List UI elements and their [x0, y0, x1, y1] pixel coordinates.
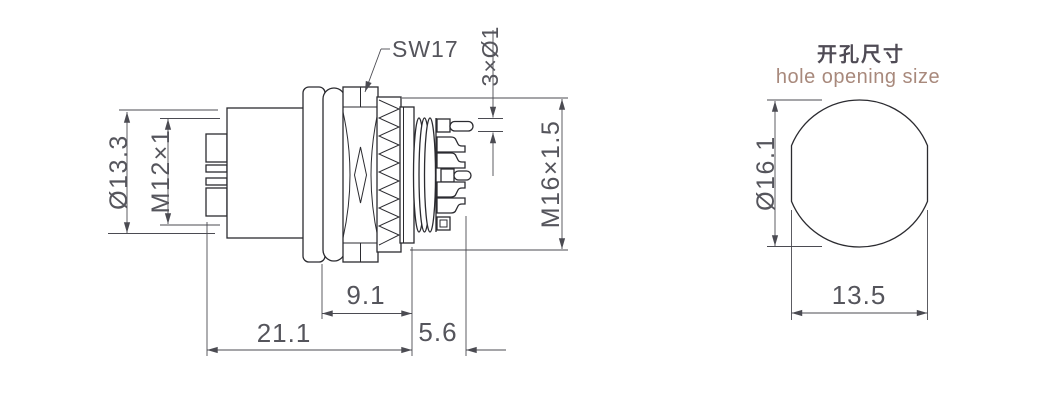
pin-top — [449, 120, 474, 132]
tab-top-lip — [205, 164, 228, 173]
dim-hole-diameter: Ø16.1 — [752, 101, 780, 246]
extension-lines — [108, 97, 568, 356]
seal-capsule — [322, 87, 346, 262]
dim-mating-thread: M12×1 — [147, 119, 175, 224]
contact-hook-3 — [436, 181, 466, 198]
contact-hook-4 — [436, 197, 466, 214]
side-view: Ø13.3 M12×1 SW17 3×Ø1 M16×1.5 9.1 — [105, 26, 568, 356]
dim-rear-length: 5.6 — [418, 317, 506, 354]
washer-outline — [399, 106, 415, 244]
dim-pins: 3×Ø1 — [477, 26, 503, 176]
hex-nut — [342, 86, 379, 263]
label-pins: 3×Ø1 — [477, 26, 503, 87]
hole-view: 开孔尺寸 hole opening size Ø16.1 13.5 — [752, 43, 940, 320]
label-body-diameter: Ø13.3 — [105, 134, 133, 210]
contact-hook-1 — [436, 136, 466, 153]
hex-nut-outline — [342, 86, 379, 263]
connector-body — [226, 107, 306, 239]
thread-zigzag — [377, 99, 401, 246]
dim-body-diameter: Ø13.3 — [105, 112, 133, 233]
label-rear-length: 5.6 — [418, 317, 457, 347]
seal-ring-3 — [423, 117, 437, 233]
thread-outline — [376, 96, 402, 253]
dim-thread-length: 9.1 — [322, 280, 412, 317]
label-panel-thread: M16×1.5 — [537, 120, 565, 229]
label-across-flats: 13.5 — [832, 280, 887, 310]
hex-facet-diamond — [353, 146, 368, 204]
label-hole-diameter: Ø16.1 — [752, 135, 780, 211]
tab-top — [205, 133, 228, 163]
tab-bottom — [205, 187, 228, 217]
hole-view-title-cn: 开孔尺寸 — [817, 43, 905, 66]
pin-mid — [453, 170, 472, 181]
flange-disk — [302, 86, 326, 263]
contact-hook-2 — [436, 152, 466, 169]
hole-outline — [790, 99, 929, 248]
panel-washer — [399, 106, 415, 244]
pin-pad-bottom — [436, 216, 451, 231]
dim-overall-length: 21.1 — [207, 318, 412, 354]
hole-view-title-en: hole opening size — [776, 66, 940, 88]
hex-facet-edges — [343, 87, 378, 262]
label-mating-thread: M12×1 — [147, 129, 175, 214]
pin-pad-mid — [440, 168, 455, 183]
bellows-seal — [412, 117, 437, 233]
dim-panel-thread: M16×1.5 — [537, 99, 566, 249]
label-hex-wrench: SW17 — [392, 36, 459, 62]
dim-across-flats: 13.5 — [791, 280, 928, 317]
hole-extension-lines — [767, 99, 928, 320]
connector-outline — [205, 86, 474, 263]
hex-facet-curves — [342, 111, 379, 239]
label-thread-length: 9.1 — [346, 280, 385, 310]
front-tabs — [205, 133, 228, 217]
label-overall-length: 21.1 — [257, 318, 312, 348]
thread-section — [376, 96, 402, 253]
dim-hex-wrench: SW17 — [364, 36, 459, 93]
pin-pad-top — [436, 118, 451, 133]
tab-bottom-lip — [205, 177, 228, 186]
solder-pins — [435, 118, 474, 232]
pin-pad-bottom-inner — [439, 219, 448, 228]
